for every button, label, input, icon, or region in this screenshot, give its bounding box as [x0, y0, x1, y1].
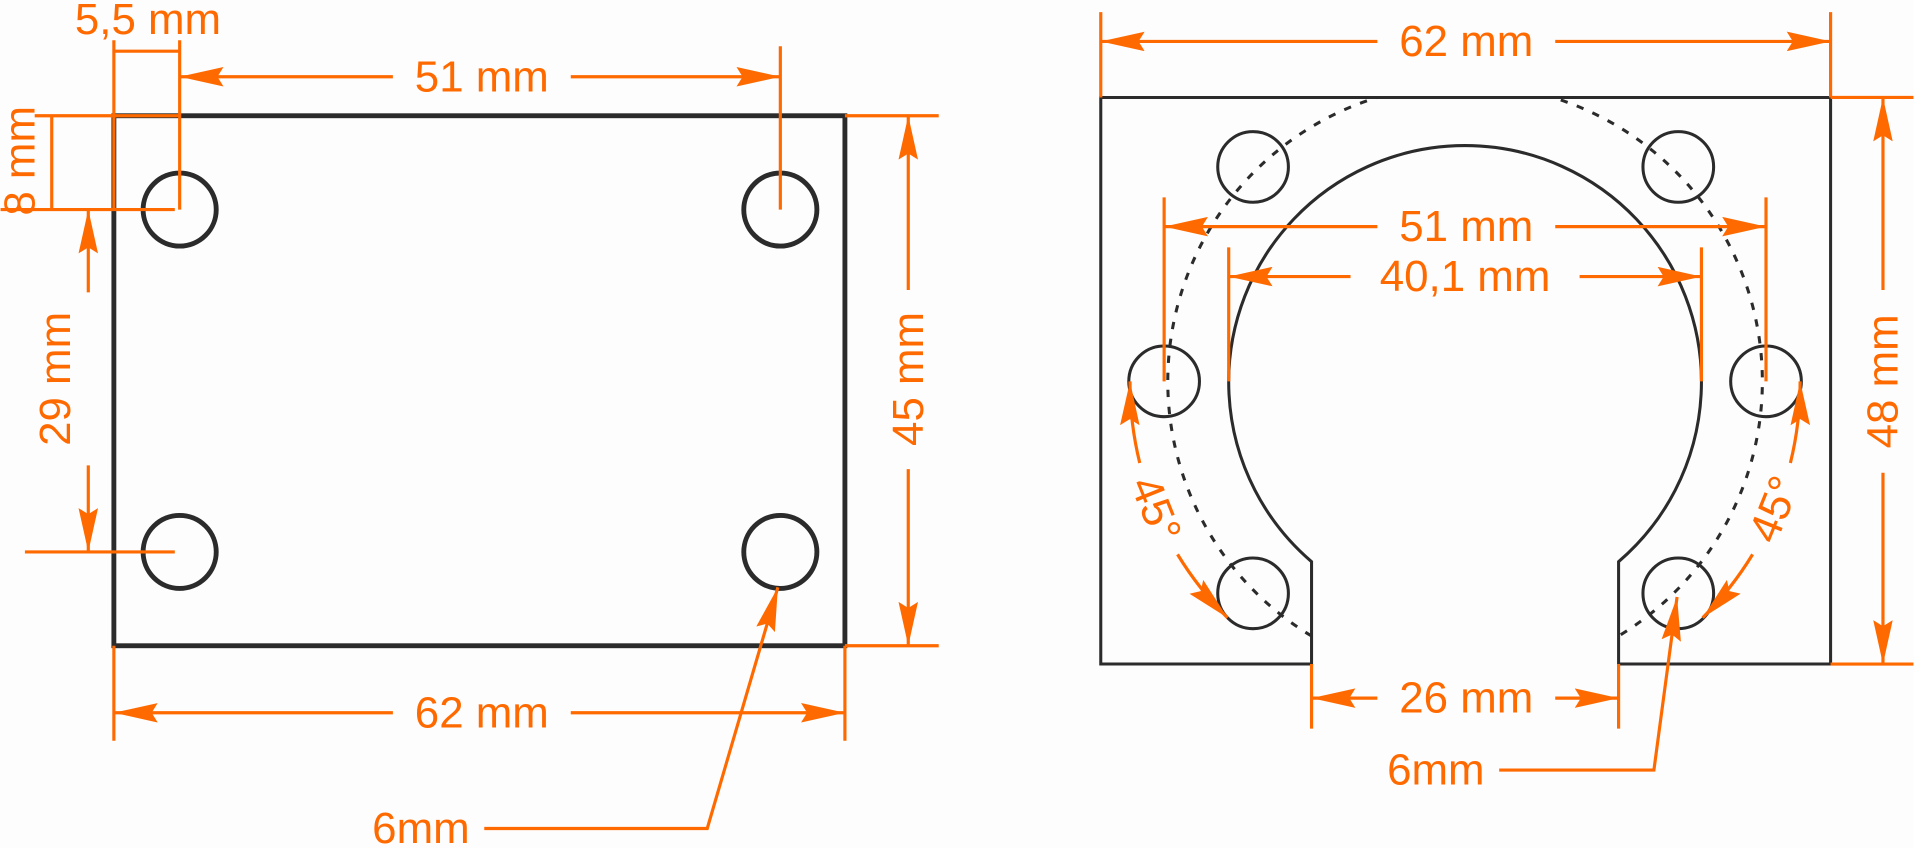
dimension-label: 6mm	[1387, 746, 1484, 795]
dimension-label: 45 mm	[884, 312, 933, 446]
dimension-bolt-circle: 51 mm	[1162, 197, 1768, 382]
dimension-bore: 40,1 mm	[1227, 247, 1704, 382]
mounting-hole	[1216, 556, 1290, 631]
dimension-hole-spacing-y: 29 mm	[24, 209, 175, 554]
bolt-circle	[1166, 97, 1764, 638]
leader-hole-diameter: 6mm	[372, 586, 780, 848]
dimension-label: 40,1 mm	[1380, 252, 1551, 301]
dimension-label: 8 mm	[0, 106, 45, 216]
mounting-hole	[1216, 130, 1290, 204]
dimension-label: 62 mm	[1399, 17, 1533, 66]
dimension-label: 5,5 mm	[75, 0, 221, 44]
dimension-label: 62 mm	[415, 688, 549, 737]
dimension-slot: 26 mm	[1309, 664, 1621, 729]
dimension-right-height: 48 mm	[1830, 95, 1914, 666]
dimension-hole-offset-y: 8 mm	[0, 106, 180, 216]
right-plate	[1099, 95, 1833, 666]
mounting-hole	[741, 512, 820, 591]
dimension-width: 62 mm	[112, 645, 847, 741]
left-plate	[111, 113, 848, 649]
dimension-label: 48 mm	[1858, 314, 1907, 448]
dimension-label: 6mm	[372, 804, 469, 848]
dimension-height: 45 mm	[844, 114, 939, 648]
dimension-label: 29 mm	[31, 312, 80, 446]
mounting-hole	[1641, 130, 1716, 204]
left-plate-outline	[111, 113, 848, 649]
dimension-right-width: 62 mm	[1099, 12, 1833, 98]
dimension-label: 26 mm	[1399, 674, 1533, 723]
right-plate-outline	[1099, 95, 1833, 666]
dimension-label: 51 mm	[415, 52, 549, 101]
dimension-label: 51 mm	[1399, 202, 1533, 251]
leader-right-hole-diameter: 6mm	[1387, 596, 1681, 795]
angle-label: 45°	[1120, 469, 1190, 549]
angle-label: 45°	[1739, 469, 1809, 549]
dimension-hole-spacing-x: 51 mm	[179, 46, 782, 210]
